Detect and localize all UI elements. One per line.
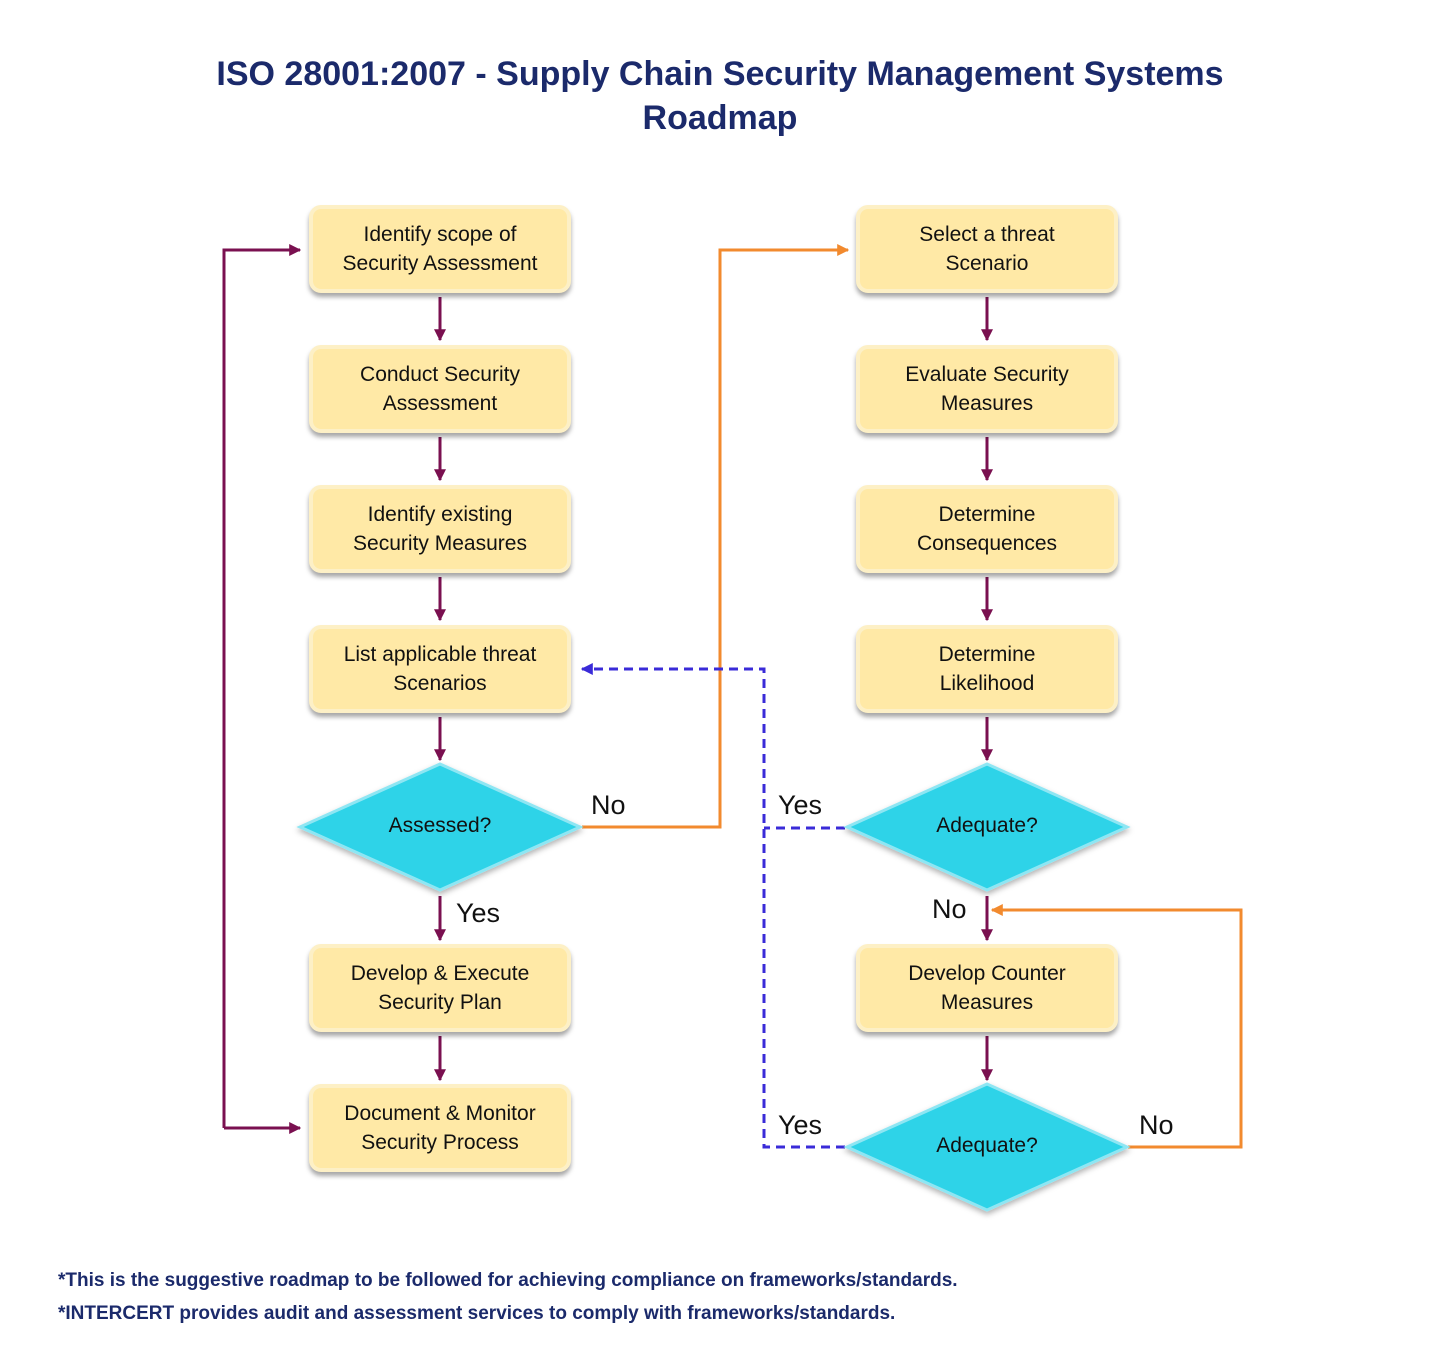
- step-label: Identify scope of Security Assessment: [342, 223, 538, 275]
- arrow-adequate-yes-return: [580, 663, 845, 1149]
- step-label: Identify existing Security Measures: [353, 503, 527, 555]
- step-identify-scope: Identify scope of Security Assessment: [309, 205, 571, 293]
- step-select-threat-scenario: Select a threat Scenario: [856, 205, 1118, 293]
- step-determine-consequences: Determine Consequences: [856, 485, 1118, 573]
- step-label: Conduct Security Assessment: [360, 363, 520, 415]
- step-determine-likelihood: Determine Likelihood: [856, 625, 1118, 713]
- step-label: Develop Counter Measures: [908, 962, 1066, 1014]
- decision-assessed-diamond: [296, 762, 584, 892]
- title-line-1: ISO 28001:2007 - Supply Chain Security M…: [216, 55, 1224, 93]
- step-evaluate-measures: Evaluate Security Measures: [856, 345, 1118, 433]
- page-title: ISO 28001:2007 - Supply Chain Security M…: [0, 52, 1440, 140]
- decision-adequate-2-diamond: [843, 1082, 1131, 1212]
- decision-adequate-1-label: Adequate?: [936, 814, 1038, 837]
- arrow-adequate2-no: [990, 904, 1243, 1149]
- edge-label-assessed-yes: Yes: [456, 898, 501, 928]
- edge-label-adequate1-yes: Yes: [778, 790, 823, 820]
- arrow-assessed-no: [582, 244, 850, 829]
- step-label: Select a threat Scenario: [919, 223, 1055, 275]
- step-identify-existing-measures: Identify existing Security Measures: [309, 485, 571, 573]
- step-develop-counter-measures: Develop Counter Measures: [856, 944, 1118, 1032]
- step-document-monitor: Document & Monitor Security Process: [309, 1084, 571, 1172]
- step-list-threat-scenarios: List applicable threat Scenarios: [309, 625, 571, 713]
- step-label: List applicable threat Scenarios: [343, 643, 537, 695]
- step-develop-execute-plan: Develop & Execute Security Plan: [309, 944, 571, 1032]
- step-conduct-assessment: Conduct Security Assessment: [309, 345, 571, 433]
- edge-label-adequate1-no: No: [932, 894, 967, 924]
- step-label: Evaluate Security Measures: [905, 363, 1069, 415]
- footnote-2: *INTERCERT provides audit and assessment…: [58, 1303, 896, 1324]
- edge-label-adequate2-yes: Yes: [778, 1110, 823, 1140]
- step-label: Determine Likelihood: [938, 643, 1036, 695]
- arrow-loop-scope: [222, 244, 302, 1128]
- footnote-1: *This is the suggestive roadmap to be fo…: [58, 1270, 958, 1291]
- decision-assessed-label: Assessed?: [388, 814, 492, 837]
- step-label: Develop & Execute Security Plan: [350, 962, 530, 1014]
- edge-label-assessed-no: No: [591, 790, 626, 820]
- step-label: Determine Consequences: [916, 503, 1058, 555]
- edge-label-adequate2-no: No: [1139, 1110, 1174, 1140]
- title-line-2: Roadmap: [642, 99, 798, 137]
- step-label: Document & Monitor Security Process: [344, 1102, 536, 1154]
- decision-adequate-1-diamond: [843, 762, 1131, 892]
- decision-adequate-2-label: Adequate?: [936, 1134, 1038, 1157]
